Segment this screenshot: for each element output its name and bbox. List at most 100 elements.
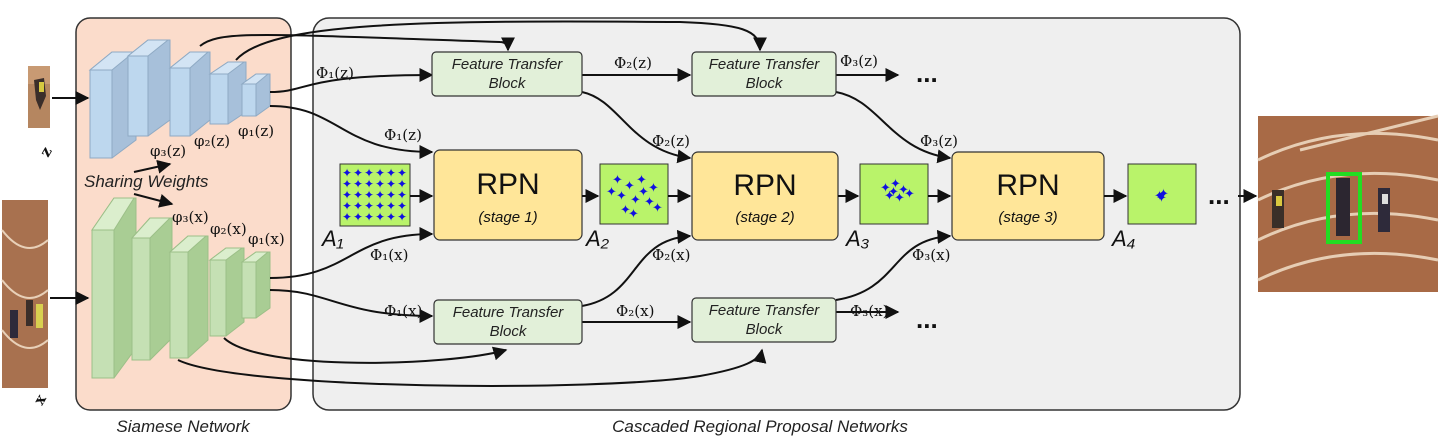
svg-text:Feature Transfer: Feature Transfer [709, 302, 821, 319]
svg-text:✦: ✦ [1158, 186, 1169, 201]
sharing-weights-label: Sharing Weights [84, 172, 209, 191]
phi3-z-label: φ₃(z) [150, 142, 186, 160]
svg-text:Feature Transfer: Feature Transfer [709, 56, 821, 73]
anchor-label-a1: A₁ [320, 226, 344, 251]
rpn-stage-1: RPN (stage 1) [433, 149, 583, 241]
anchor-point: ✦ [397, 199, 407, 213]
anchor-point: ✦ [364, 210, 374, 224]
anchor-point: ✦ [342, 188, 352, 202]
Phi2-z-mid-label: Φ₂(z) [652, 132, 690, 150]
phi2-z-label: φ₂(z) [194, 132, 230, 150]
anchor-point: ✦ [364, 188, 374, 202]
Phi3-z-top-label: Φ₃(z) [840, 52, 878, 70]
Phi3-z-mid-label: Φ₃(z) [920, 132, 958, 150]
phi1-x-label: φ₁(x) [248, 230, 285, 248]
svg-text:✦: ✦ [620, 202, 631, 217]
Phi2-z-top-label: Φ₂(z) [614, 54, 652, 72]
anchor-point: ✦ [375, 177, 385, 191]
svg-text:✦: ✦ [890, 176, 901, 191]
ftb-top-1: Feature Transfer Block [431, 51, 583, 97]
z-branch-cnn [88, 39, 271, 159]
ftb-bottom-1: Feature Transfer Block [433, 299, 583, 345]
anchor-point: ✦ [342, 177, 352, 191]
svg-text:✦: ✦ [648, 180, 659, 195]
siamese-network-caption: Siamese Network [116, 417, 251, 436]
Phi1-x-bot-label: Φ₁(x) [384, 302, 422, 320]
anchor-point: ✦ [353, 177, 363, 191]
anchor-box-a3 [859, 163, 929, 225]
anchor-points-a1: ✦✦✦✦✦✦✦✦✦✦✦✦✦✦✦✦✦✦✦✦✦✦✦✦✦✦✦✦✦✦ [342, 166, 407, 224]
svg-text:✦: ✦ [898, 182, 909, 197]
anchor-points-a2: ✦✦ ✦✦ ✦✦ ✦✦ ✦✦ ✦✦ [606, 172, 663, 221]
anchor-point: ✦ [353, 188, 363, 202]
svg-text:✦: ✦ [638, 184, 649, 199]
ellipsis-bottom: ... [916, 304, 938, 334]
anchor-box-a2 [599, 163, 669, 225]
ftb-top-2: Feature Transfer Block [691, 51, 837, 97]
anchor-points-a4: ✦✦ ✦ [1154, 186, 1169, 205]
anchor-points-a3: ✦✦ ✦✦ ✦✦ ✦ [880, 176, 915, 205]
Phi2-x-mid-label: Φ₂(x) [652, 246, 690, 264]
svg-text:✦: ✦ [884, 188, 895, 203]
anchor-point: ✦ [342, 166, 352, 180]
svg-text:✦: ✦ [904, 186, 915, 201]
anchor-point: ✦ [353, 166, 363, 180]
svg-text:✦: ✦ [652, 200, 663, 215]
ellipsis-top: ... [916, 58, 938, 88]
anchor-point: ✦ [375, 166, 385, 180]
anchor-point: ✦ [375, 210, 385, 224]
anchor-point: ✦ [353, 210, 363, 224]
anchor-box-a1 [339, 163, 411, 227]
anchor-point: ✦ [397, 166, 407, 180]
svg-text:Block: Block [746, 321, 784, 338]
anchor-point: ✦ [364, 177, 374, 191]
svg-text:✦: ✦ [888, 184, 899, 199]
svg-text:✦: ✦ [606, 184, 617, 199]
anchor-point: ✦ [364, 166, 374, 180]
x-label: x [30, 390, 51, 408]
anchor-point: ✦ [375, 199, 385, 213]
svg-text:Feature Transfer: Feature Transfer [452, 56, 564, 73]
svg-text:Feature Transfer: Feature Transfer [453, 304, 565, 321]
anchor-point: ✦ [375, 188, 385, 202]
svg-text:✦: ✦ [880, 180, 891, 195]
anchor-point: ✦ [397, 188, 407, 202]
anchor-point: ✦ [353, 199, 363, 213]
anchor-label-a4: A₄ [1110, 226, 1136, 251]
svg-text:(stage 1): (stage 1) [478, 209, 537, 226]
rpn-stage-2: RPN (stage 2) [691, 151, 839, 241]
anchor-box-a4 [1127, 163, 1197, 225]
anchor-point: ✦ [397, 210, 407, 224]
anchor-label-a2: A₂ [584, 226, 610, 251]
anchor-point: ✦ [386, 210, 396, 224]
Phi1-x-mid-label: Φ₁(x) [370, 246, 408, 264]
svg-text:✦: ✦ [612, 172, 623, 187]
svg-text:Block: Block [490, 323, 528, 340]
Phi3-x-bot-label: Φ₃(x) [850, 302, 888, 320]
anchor-label-a3: A₃ [844, 226, 870, 251]
Phi1-z-mid-label: Φ₁(z) [384, 126, 422, 144]
Phi1-z-top-label: Φ₁(z) [316, 64, 354, 82]
anchor-point: ✦ [386, 188, 396, 202]
anchor-point: ✦ [386, 166, 396, 180]
Phi2-x-bot-label: Φ₂(x) [616, 302, 654, 320]
svg-text:(stage 3): (stage 3) [998, 209, 1057, 226]
anchor-point: ✦ [364, 199, 374, 213]
svg-text:(stage 2): (stage 2) [735, 209, 794, 226]
svg-text:RPN: RPN [996, 169, 1059, 202]
output-tracking-image [1257, 114, 1439, 292]
svg-text:Block: Block [489, 75, 527, 92]
search-image-x [1, 200, 49, 388]
svg-text:✦: ✦ [628, 206, 639, 221]
anchor-point: ✦ [397, 177, 407, 191]
anchor-point: ✦ [386, 199, 396, 213]
x-branch-cnn [91, 197, 271, 379]
cascade-caption: Cascaded Regional Proposal Networks [612, 417, 908, 436]
phi3-x-label: φ₃(x) [172, 208, 209, 226]
phi2-x-label: φ₂(x) [210, 220, 247, 238]
svg-text:✦: ✦ [616, 188, 627, 203]
anchor-point: ✦ [386, 177, 396, 191]
svg-text:Block: Block [746, 75, 784, 92]
svg-text:✦: ✦ [1156, 190, 1167, 205]
